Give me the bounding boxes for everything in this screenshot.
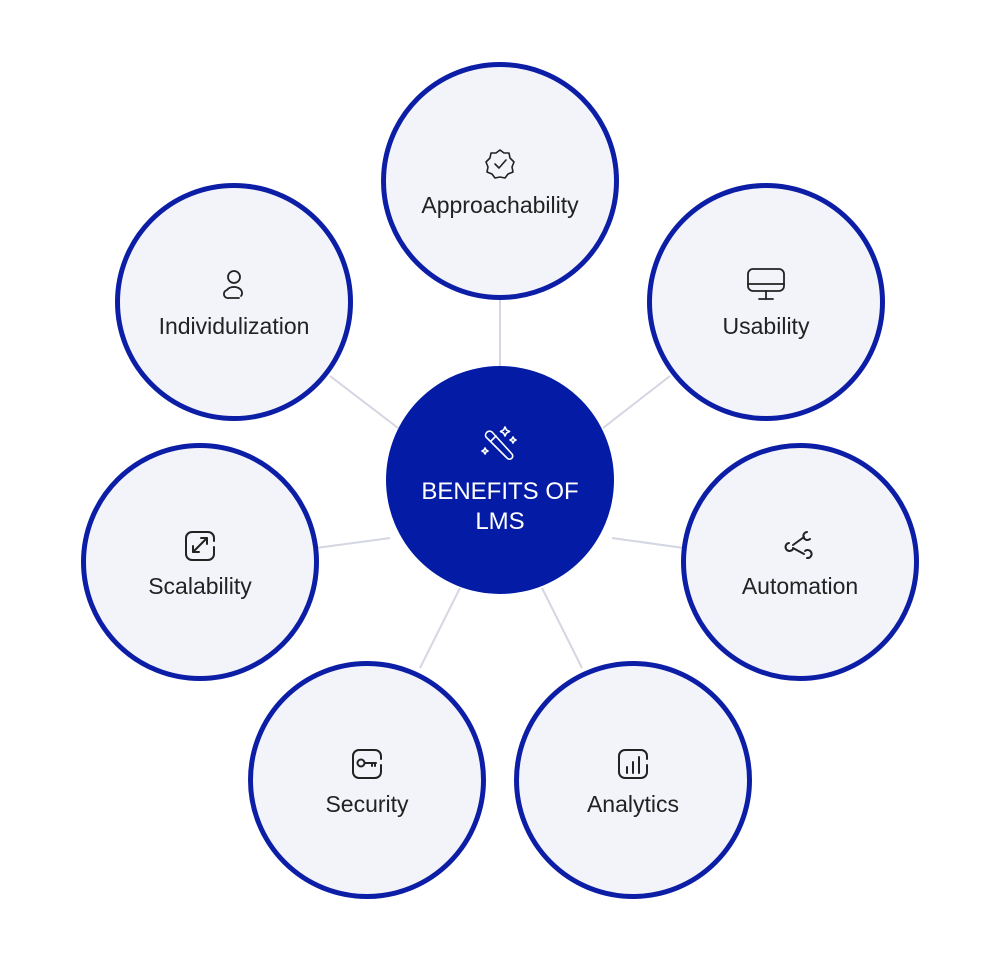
benefit-label: Scalability — [148, 572, 252, 599]
benefit-node-analytics: Analytics — [514, 661, 752, 899]
benefit-node-security: Security — [248, 661, 486, 899]
bar-chart-icon — [613, 743, 653, 783]
verified-badge-icon — [480, 144, 520, 184]
benefit-node-approachability: Approachability — [381, 62, 619, 300]
connector-scalability — [315, 537, 391, 549]
center-node: BENEFITS OF LMS — [386, 366, 614, 594]
magic-wand-icon — [478, 423, 522, 467]
benefit-label: Usability — [722, 312, 810, 339]
user-icon — [214, 265, 254, 305]
benefit-label: Approachability — [421, 191, 579, 218]
benefit-label: Individulization — [158, 312, 310, 339]
connector-security — [419, 587, 461, 669]
benefit-node-individulization: Individulization — [115, 183, 353, 421]
benefit-label: Analytics — [586, 790, 680, 817]
benefit-label: Automation — [741, 572, 859, 599]
connector-individulization — [329, 375, 399, 429]
workflow-branch-icon — [780, 525, 820, 565]
connector-analytics — [541, 587, 583, 669]
monitor-icon — [744, 265, 788, 305]
center-title: BENEFITS OF LMS — [421, 478, 579, 535]
benefit-node-usability: Usability — [647, 183, 885, 421]
connector-usability — [602, 375, 671, 429]
benefit-node-automation: Automation — [681, 443, 919, 681]
benefit-label: Security — [325, 790, 409, 817]
expand-arrows-icon — [180, 525, 220, 565]
benefit-node-scalability: Scalability — [81, 443, 319, 681]
key-icon — [347, 743, 387, 783]
connector-automation — [611, 537, 685, 549]
